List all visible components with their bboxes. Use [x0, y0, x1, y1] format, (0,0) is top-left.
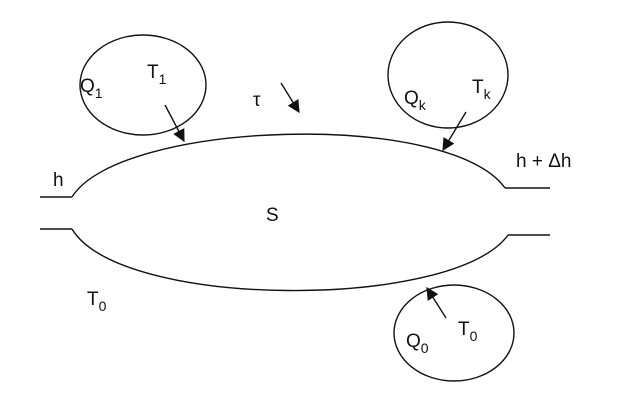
reservoir-k-temperature-label: Tk [472, 77, 492, 102]
heat-arrow-k [442, 111, 467, 152]
reservoir-1-heat-label: Q1 [80, 76, 103, 101]
reservoir-0-temperature-label: T0 [458, 319, 478, 344]
heat-arrow-1 [164, 104, 185, 143]
work-arrow [280, 82, 300, 114]
system-boundary-bottom [71, 228, 509, 292]
reservoir-0-circle [393, 284, 515, 382]
ambient-temperature-label: T0 [87, 289, 107, 314]
reservoir-1-circle [79, 34, 207, 136]
reservoir-k-heat-label: Qk [404, 88, 427, 113]
reservoir-k-circle [387, 21, 509, 129]
heat-arrow-0 [426, 286, 447, 319]
system-boundary-top [71, 133, 506, 198]
work-label: τ [253, 90, 261, 111]
system-label: S [266, 205, 279, 226]
outlet-label: h + Δh [516, 151, 571, 172]
reservoir-1-temperature-label: T1 [147, 62, 167, 87]
reservoir-0-heat-label: Q0 [406, 331, 429, 356]
inlet-label: h [53, 170, 64, 191]
